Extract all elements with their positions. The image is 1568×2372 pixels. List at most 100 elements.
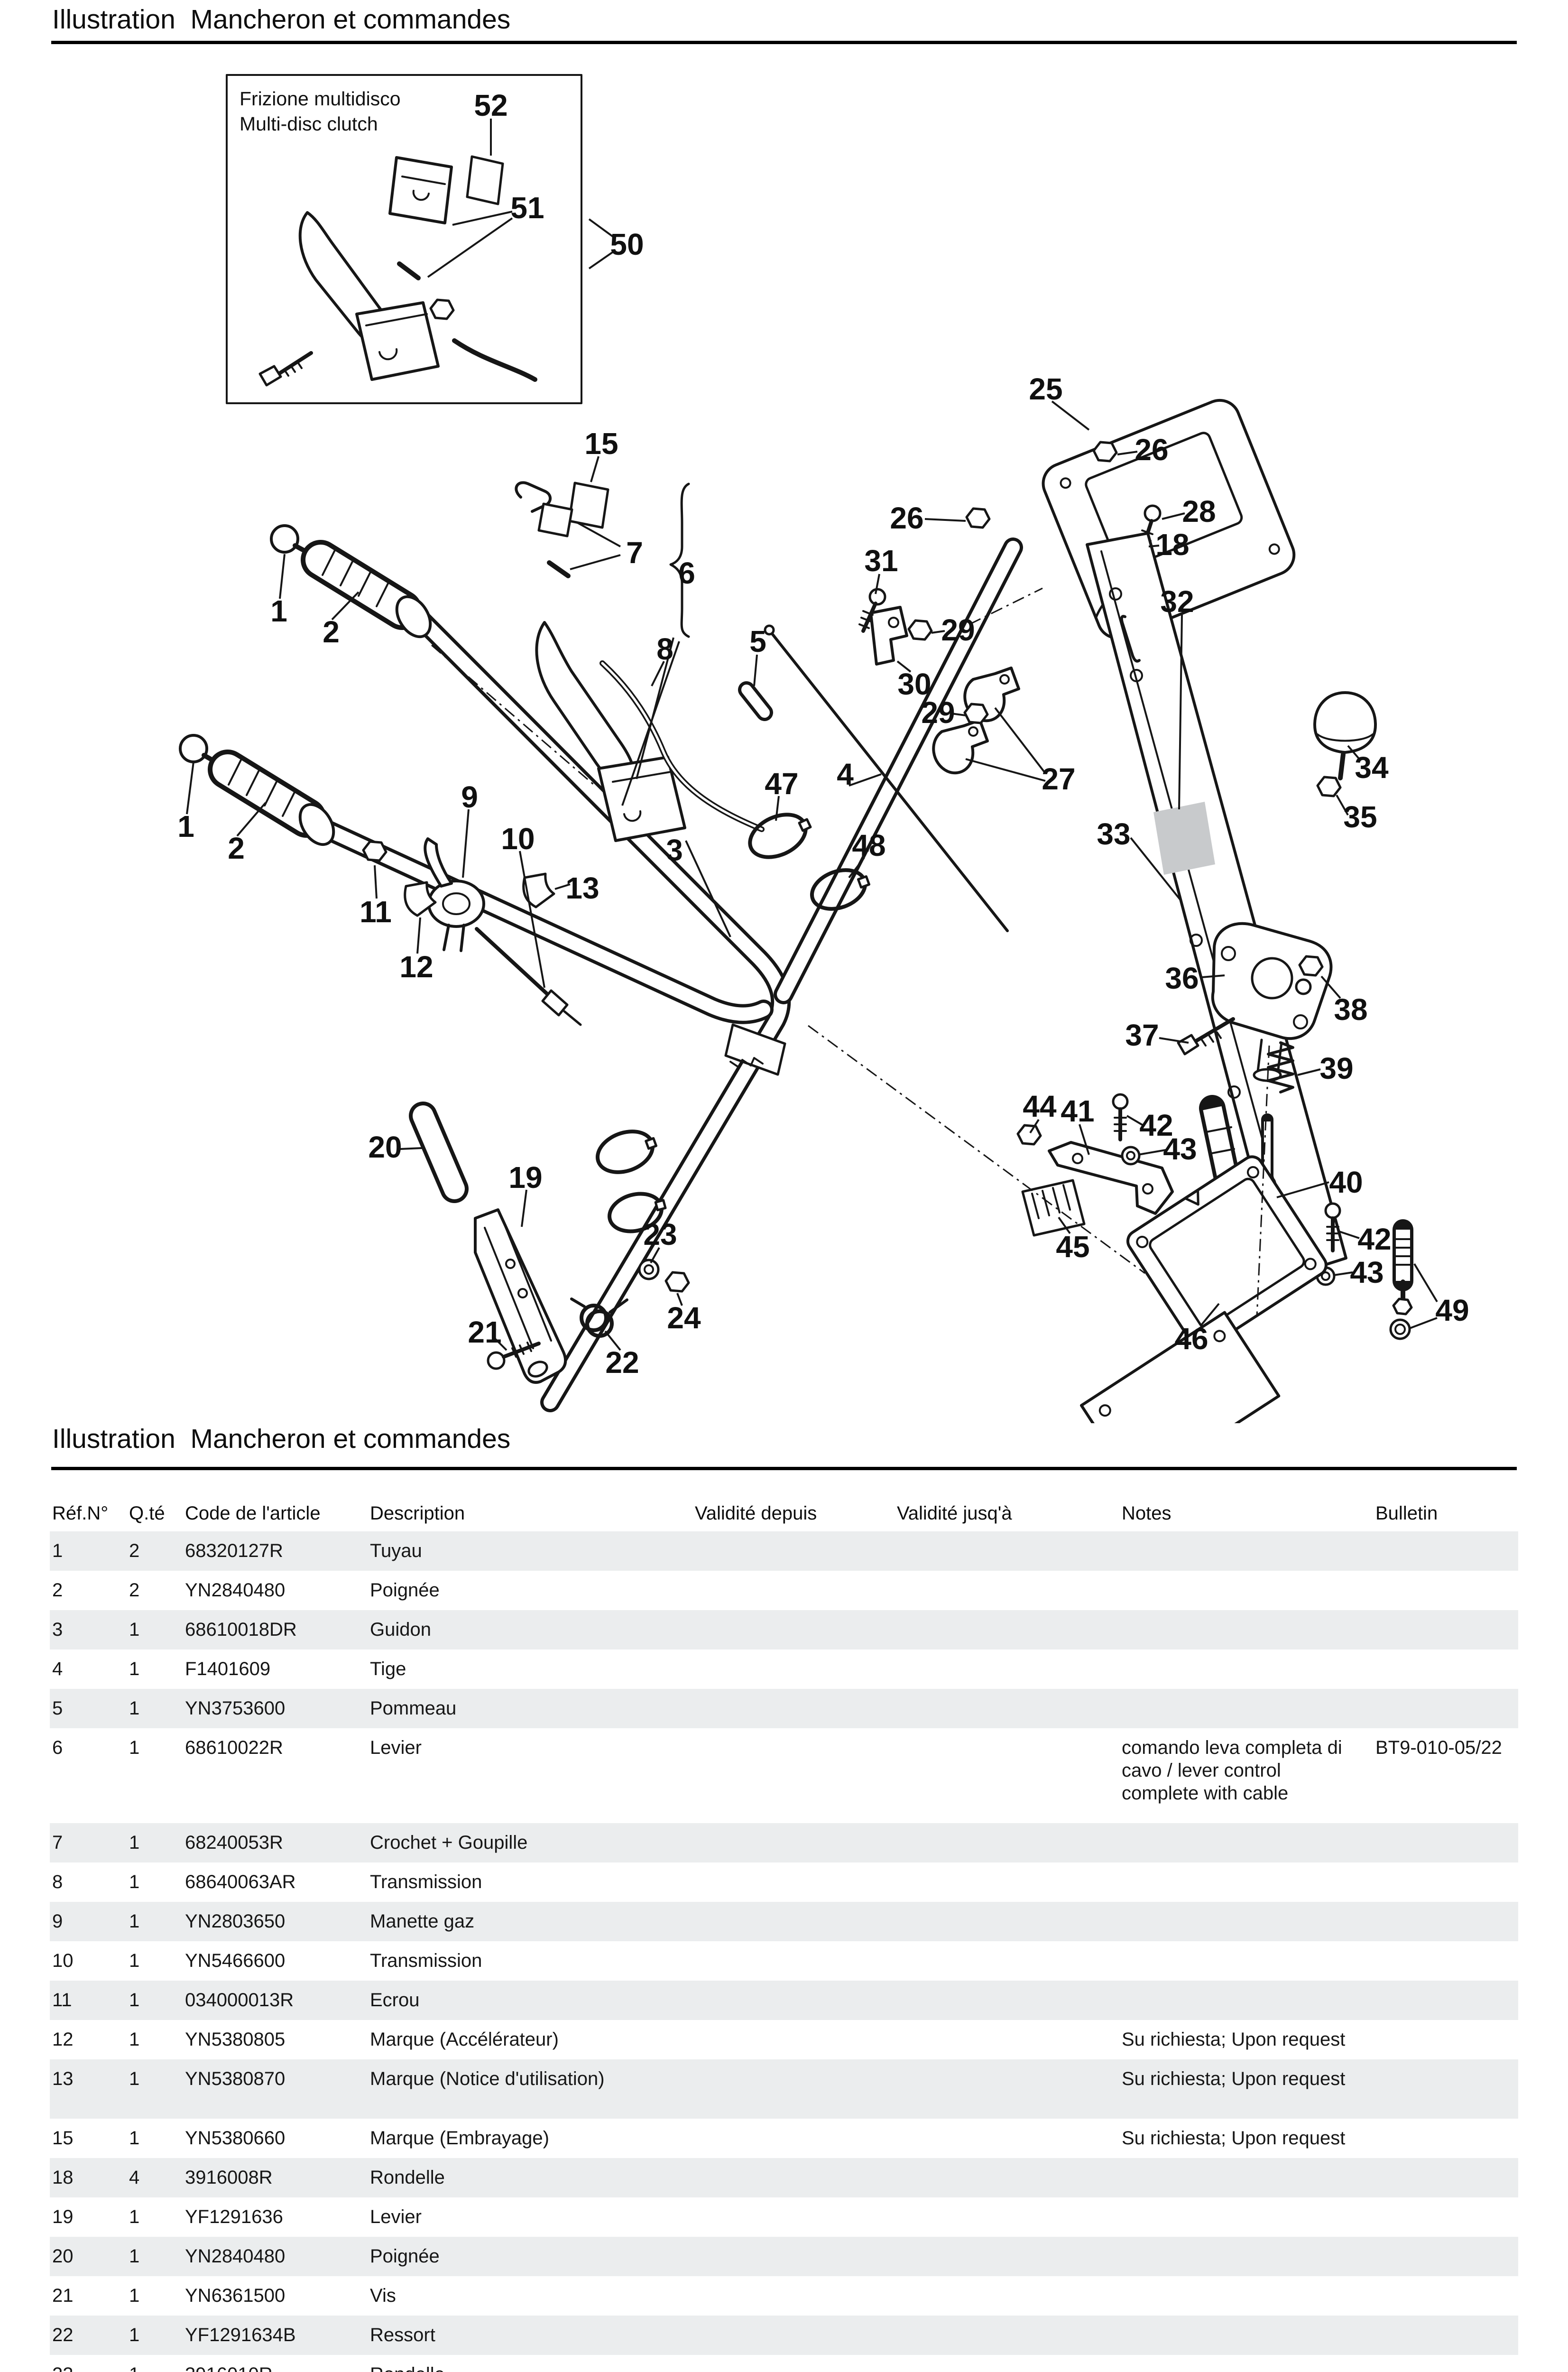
cell-qty: 1	[129, 1950, 140, 1971]
cell-bulletin	[1373, 1941, 1518, 1949]
leader-line	[951, 713, 966, 716]
cell-valid_to	[895, 2276, 1119, 2284]
cell-qty: 2	[129, 1540, 140, 1561]
leader-line	[1159, 1037, 1189, 1044]
leader-line	[1130, 837, 1181, 900]
cell-desc: Rondelle	[370, 2167, 445, 2188]
part-label-4: 4	[837, 757, 854, 791]
cell-ref: 7	[52, 1832, 63, 1853]
centerline	[1256, 1045, 1270, 1317]
clutch-lever-assembly	[515, 481, 690, 842]
cell-notes: Su richiesta; Upon request	[1122, 2029, 1346, 2050]
cell-bulletin	[1373, 2020, 1518, 2028]
leader-line	[1148, 545, 1160, 547]
part-label-37: 37	[1125, 1018, 1159, 1052]
cell-code: YN3753600	[185, 1698, 286, 1719]
cell-valid_from	[692, 1823, 895, 1831]
cell-valid_to	[895, 1823, 1119, 1831]
cell-code: YN5380660	[185, 2128, 286, 2149]
part-label-12: 12	[399, 950, 433, 984]
leader-line	[1051, 400, 1090, 431]
leader-line	[1413, 1263, 1438, 1303]
part-label-44: 44	[1023, 1089, 1057, 1123]
cell-notes	[1119, 1649, 1373, 1658]
cell-notes	[1119, 1941, 1373, 1949]
cell-notes	[1119, 1531, 1373, 1539]
cell-valid_to	[895, 1689, 1119, 1697]
leader-line	[575, 521, 621, 547]
cell-notes	[1119, 1571, 1373, 1579]
leader-line	[685, 840, 731, 937]
cell-notes	[1119, 2197, 1373, 2205]
cell-desc: Ecrou	[370, 1990, 420, 2011]
cell-ref: 21	[52, 2285, 74, 2306]
col-header-valid-from: Validité depuis	[695, 1502, 817, 1524]
col-header-code: Code de l'article	[185, 1502, 321, 1524]
part-label-8: 8	[656, 632, 673, 666]
cell-valid_from	[692, 2158, 895, 2166]
cell-desc: Poignée	[370, 2246, 440, 2267]
leader-line	[416, 917, 421, 954]
cell-notes	[1119, 1981, 1373, 1989]
cell-notes	[1119, 2355, 1373, 2363]
leader-line	[775, 796, 780, 821]
leader-line	[1200, 1303, 1220, 1326]
cell-notes: Su richiesta; Upon request	[1122, 2068, 1346, 2089]
cell-bulletin	[1373, 2316, 1518, 2324]
cell-bulletin	[1373, 2276, 1518, 2284]
part-label-25: 25	[1029, 372, 1062, 406]
part-label-35: 35	[1343, 800, 1377, 834]
cell-bulletin	[1373, 2237, 1518, 2245]
part-label-43: 43	[1350, 1255, 1384, 1289]
speed-lever-group	[409, 1102, 690, 1384]
exploded-diagram: Frizione multidisco Multi-disc clutch	[177, 74, 1469, 1423]
cell-bulletin: BT9-010-05/22	[1375, 1737, 1502, 1758]
cell-code: YN2840480	[185, 1580, 286, 1601]
cell-valid_to	[895, 2316, 1119, 2324]
part-label-46: 46	[1174, 1322, 1208, 1356]
small-fasteners-left	[362, 840, 555, 917]
leader-line	[331, 591, 360, 621]
cell-ref: 4	[52, 1659, 63, 1679]
cell-qty: 1	[129, 1911, 140, 1932]
cell-bulletin	[1373, 2158, 1518, 2166]
cell-valid_from	[692, 1981, 895, 1989]
leader-line	[1333, 1271, 1353, 1276]
cell-code: 68610022R	[185, 1737, 283, 1758]
leader-line	[1126, 1115, 1144, 1126]
part-label-34: 34	[1355, 751, 1389, 785]
cell-qty: 1	[129, 1737, 140, 1758]
part-label-19: 19	[508, 1160, 542, 1195]
cell-qty: 1	[129, 2128, 140, 2149]
cell-valid_to	[895, 2197, 1119, 2205]
cell-desc: Rondelle	[368, 2355, 692, 2372]
leader-line	[1079, 1124, 1090, 1155]
cell-valid_to	[895, 1531, 1119, 1539]
cell-ref: 22	[52, 2325, 74, 2345]
leader-line	[621, 641, 680, 806]
centerline	[431, 644, 594, 786]
part-label-31: 31	[864, 544, 898, 578]
cell-ref: 10	[52, 1950, 74, 1971]
leader-lines	[186, 119, 1438, 1351]
part-label-1: 1	[270, 594, 287, 628]
part-label-11: 11	[360, 895, 392, 929]
leader-line	[236, 802, 267, 837]
leader-line	[1320, 975, 1341, 999]
leader-line	[492, 1336, 507, 1351]
cell-desc: Levier	[370, 1737, 422, 1758]
cell-notes	[1119, 2316, 1373, 2324]
leader-line	[374, 865, 378, 899]
cell-bulletin	[1373, 1689, 1518, 1697]
cell-notes	[1119, 2276, 1373, 2284]
part-label-26: 26	[890, 501, 923, 535]
cell-valid_from	[692, 1649, 895, 1658]
leader-line	[1201, 974, 1225, 978]
cell-valid_from	[692, 1728, 895, 1736]
cell-valid_to	[895, 1649, 1119, 1658]
leader-line	[452, 211, 513, 226]
section-title-2: Illustration Mancheron et commandes	[52, 1424, 511, 1454]
